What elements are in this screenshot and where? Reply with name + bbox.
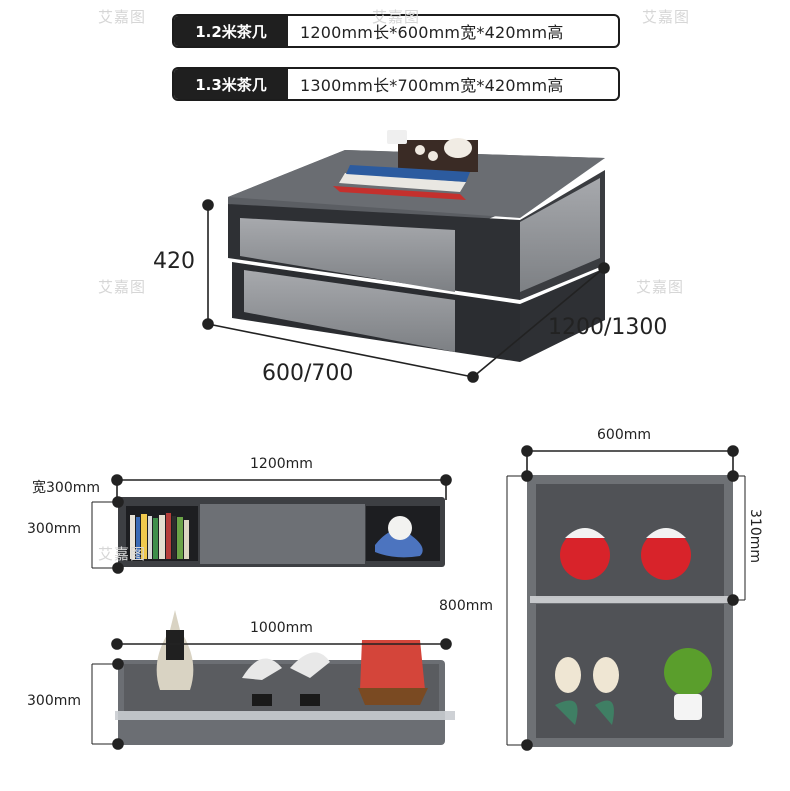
spec-bar-1200: 1.2米茶几 1200mm长*600mm宽*420mm高 [172, 14, 620, 48]
cabinet-width-label: 600mm [597, 427, 651, 443]
cabinet-compartment-label: 310mm [747, 509, 763, 563]
spec-bar-1300: 1.3米茶几 1300mm长*700mm宽*420mm高 [172, 67, 620, 101]
teapot [444, 138, 472, 158]
swan-ornament [555, 657, 581, 693]
length-label: 1200/1300 [548, 315, 668, 340]
width-label: 600/700 [262, 361, 354, 386]
watermark-logo: 艾嘉图 [642, 8, 691, 26]
drawer-top-view [118, 497, 445, 567]
red-mascot-figurine [641, 530, 691, 580]
spec-model-label: 1.3米茶几 [174, 69, 288, 99]
height-label: 420 [153, 249, 195, 274]
spec-model-label: 1.2米茶几 [174, 16, 288, 46]
watermark-logo: 艾嘉图 [98, 545, 147, 563]
cabinet-height-label: 800mm [439, 598, 493, 614]
spec-dimensions: 1300mm长*700mm宽*420mm高 [300, 76, 564, 95]
drawer-depth-label: 宽300mm [32, 480, 100, 496]
watermark-logo: 艾嘉图 [98, 278, 147, 296]
drawer-length-label: 1200mm [250, 456, 313, 472]
potted-plant [664, 648, 712, 696]
books-row [130, 513, 189, 559]
fish-figurine [290, 652, 330, 678]
main-dimension-lines [202, 199, 610, 383]
shelf-dimension-lines [91, 638, 452, 750]
watermark-logo: 艾嘉图 [636, 278, 685, 296]
fish-ornament [375, 529, 423, 558]
cabinet-view [527, 475, 733, 747]
fish-figurine [242, 658, 282, 680]
red-mascot-figurine [560, 530, 610, 580]
watermark-logo: 艾嘉图 [372, 8, 421, 26]
shelf-height-label: 300mm [27, 693, 81, 709]
shelf-length-label: 1000mm [250, 620, 313, 636]
sailboat-model [360, 640, 425, 690]
watermark-logo: 艾嘉图 [98, 8, 147, 26]
cabinet-dimension-lines [506, 445, 746, 751]
spec-dimensions: 1200mm长*600mm宽*420mm高 [300, 23, 564, 42]
drawer-dimension-lines [91, 474, 452, 574]
shelf-view [115, 610, 455, 745]
drawer-height-label: 300mm [27, 521, 81, 537]
book-stack [333, 186, 466, 200]
coffee-table-3d [228, 130, 605, 362]
